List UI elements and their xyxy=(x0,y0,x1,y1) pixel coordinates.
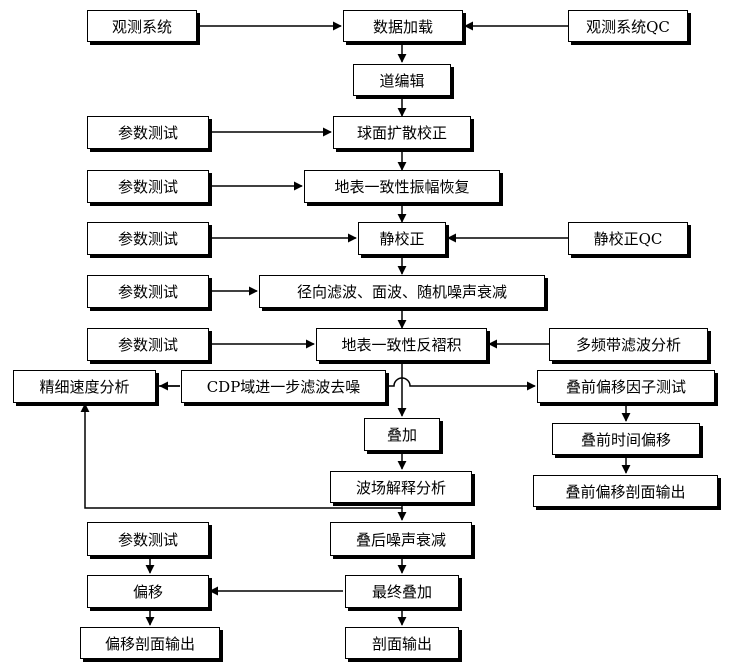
node-param-test-3: 参数测试 xyxy=(87,222,209,255)
arrow-cdp-to-prestack xyxy=(386,377,536,391)
node-statics-qc: 静校正QC xyxy=(568,222,688,255)
node-obs-system: 观测系统 xyxy=(87,10,197,42)
node-param-test-2: 参数测试 xyxy=(87,170,209,203)
node-data-load: 数据加载 xyxy=(343,10,463,42)
node-radial-filter: 径向滤波、面波、随机噪声衰减 xyxy=(259,275,545,308)
node-prestack-test: 叠前偏移因子测试 xyxy=(537,370,715,403)
node-multiband-analysis: 多频带滤波分析 xyxy=(549,328,708,361)
node-stack: 叠加 xyxy=(364,418,440,451)
node-poststack-noise: 叠后噪声衰减 xyxy=(330,522,472,556)
node-spherical-correction: 球面扩散校正 xyxy=(333,116,471,149)
node-prestack-output: 叠前偏移剖面输出 xyxy=(533,475,718,507)
node-statics: 静校正 xyxy=(358,222,446,255)
node-cdp-filter: CDP域进一步滤波去噪 xyxy=(181,370,386,403)
node-param-test-4: 参数测试 xyxy=(87,275,209,308)
node-migration-output: 偏移剖面输出 xyxy=(80,627,220,659)
node-param-test-1: 参数测试 xyxy=(87,116,209,149)
arrow-feedback-to-velocity xyxy=(80,403,403,509)
node-surface-amplitude: 地表一致性振幅恢复 xyxy=(304,170,500,203)
node-prestack-time: 叠前时间偏移 xyxy=(552,423,700,455)
node-surface-decon: 地表一致性反褶积 xyxy=(316,328,487,361)
node-section-output: 剖面输出 xyxy=(345,627,459,659)
node-trace-edit: 道编辑 xyxy=(353,64,451,96)
node-final-stack: 最终叠加 xyxy=(345,575,459,608)
node-migration: 偏移 xyxy=(87,575,209,608)
node-param-test-6: 参数测试 xyxy=(87,522,209,556)
node-velocity-analysis: 精细速度分析 xyxy=(13,370,156,403)
node-obs-qc: 观测系统QC xyxy=(568,10,688,42)
node-param-test-5: 参数测试 xyxy=(87,328,209,361)
node-wavefield-interpret: 波场解释分析 xyxy=(330,471,472,503)
